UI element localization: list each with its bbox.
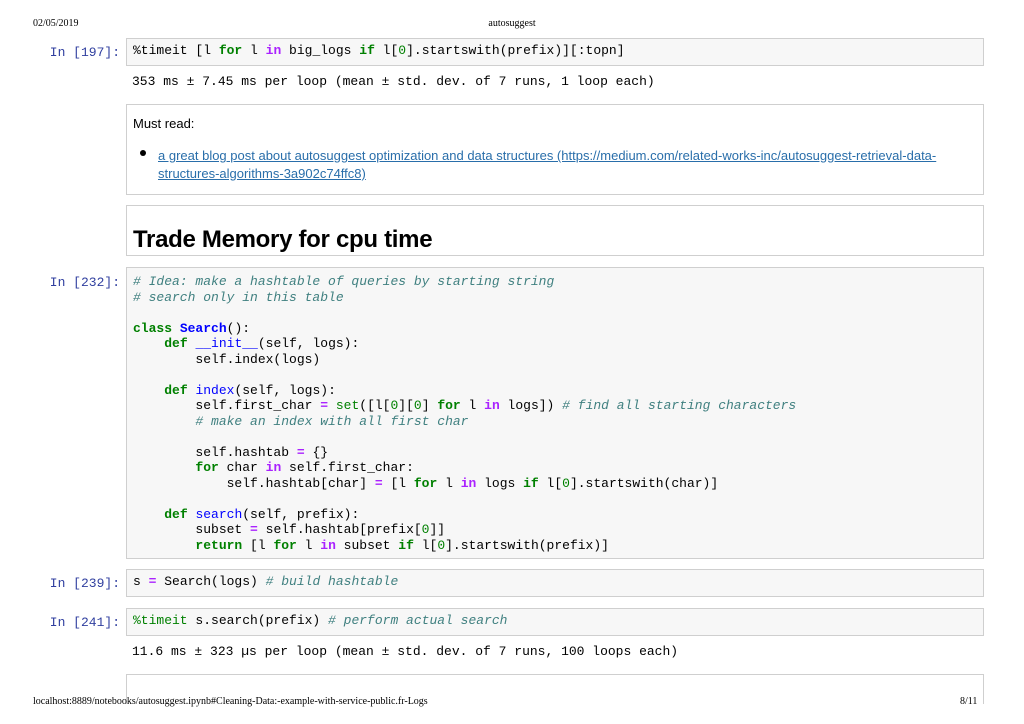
cell-prompt-241: In [241]:	[49, 615, 120, 630]
cell-output-197: 353 ms ± 7.45 ms per loop (mean ± std. d…	[132, 74, 655, 89]
code-source: %timeit [l for l in big_logs if l[0].sta…	[133, 43, 625, 58]
cell-output-241: 11.6 ms ± 323 µs per loop (mean ± std. d…	[132, 644, 679, 659]
bullet-icon	[140, 150, 146, 156]
code-source: # Idea: make a hashtable of queries by s…	[133, 274, 797, 553]
print-url: localhost:8889/notebooks/autosuggest.ipy…	[33, 696, 428, 707]
cell-prompt-239: In [239]:	[49, 576, 120, 591]
markdown-cell-heading[interactable]: Trade Memory for cpu time	[126, 205, 984, 256]
section-heading: Trade Memory for cpu time	[133, 226, 433, 253]
next-cell-partial[interactable]	[126, 674, 984, 704]
blog-post-link[interactable]: a great blog post about autosuggest opti…	[158, 148, 937, 181]
must-read-label: Must read:	[133, 116, 195, 131]
code-source: %timeit s.search(prefix) # perform actua…	[133, 613, 508, 628]
print-date: 02/05/2019	[33, 18, 79, 29]
print-title: autosuggest	[488, 18, 536, 29]
cell-prompt-197: In [197]:	[49, 45, 120, 60]
cell-prompt-232: In [232]:	[49, 275, 120, 290]
code-cell-239[interactable]: s = Search(logs) # build hashtable	[126, 569, 984, 597]
code-cell-197[interactable]: %timeit [l for l in big_logs if l[0].sta…	[126, 38, 984, 66]
markdown-cell-must-read[interactable]: Must read: a great blog post about autos…	[126, 104, 984, 195]
code-cell-241[interactable]: %timeit s.search(prefix) # perform actua…	[126, 608, 984, 636]
code-cell-232[interactable]: # Idea: make a hashtable of queries by s…	[126, 267, 984, 559]
page-number: 8/11	[960, 696, 978, 707]
code-source: s = Search(logs) # build hashtable	[133, 574, 399, 589]
